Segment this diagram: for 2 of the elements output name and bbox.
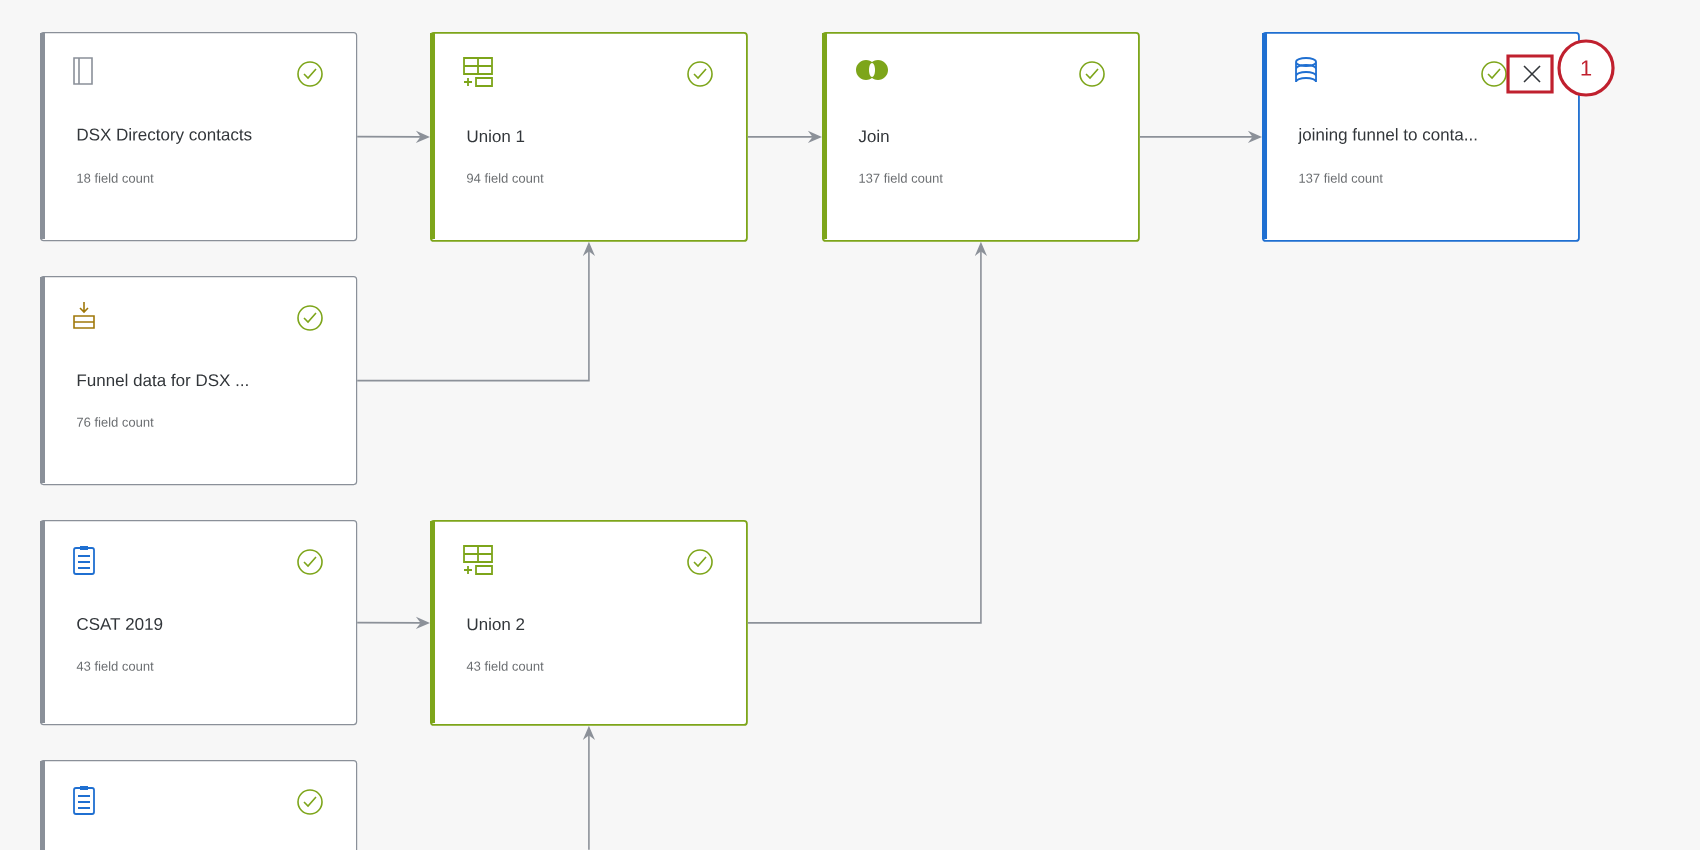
- source-card: [40, 760, 358, 850]
- callout-number: 1: [1557, 39, 1615, 97]
